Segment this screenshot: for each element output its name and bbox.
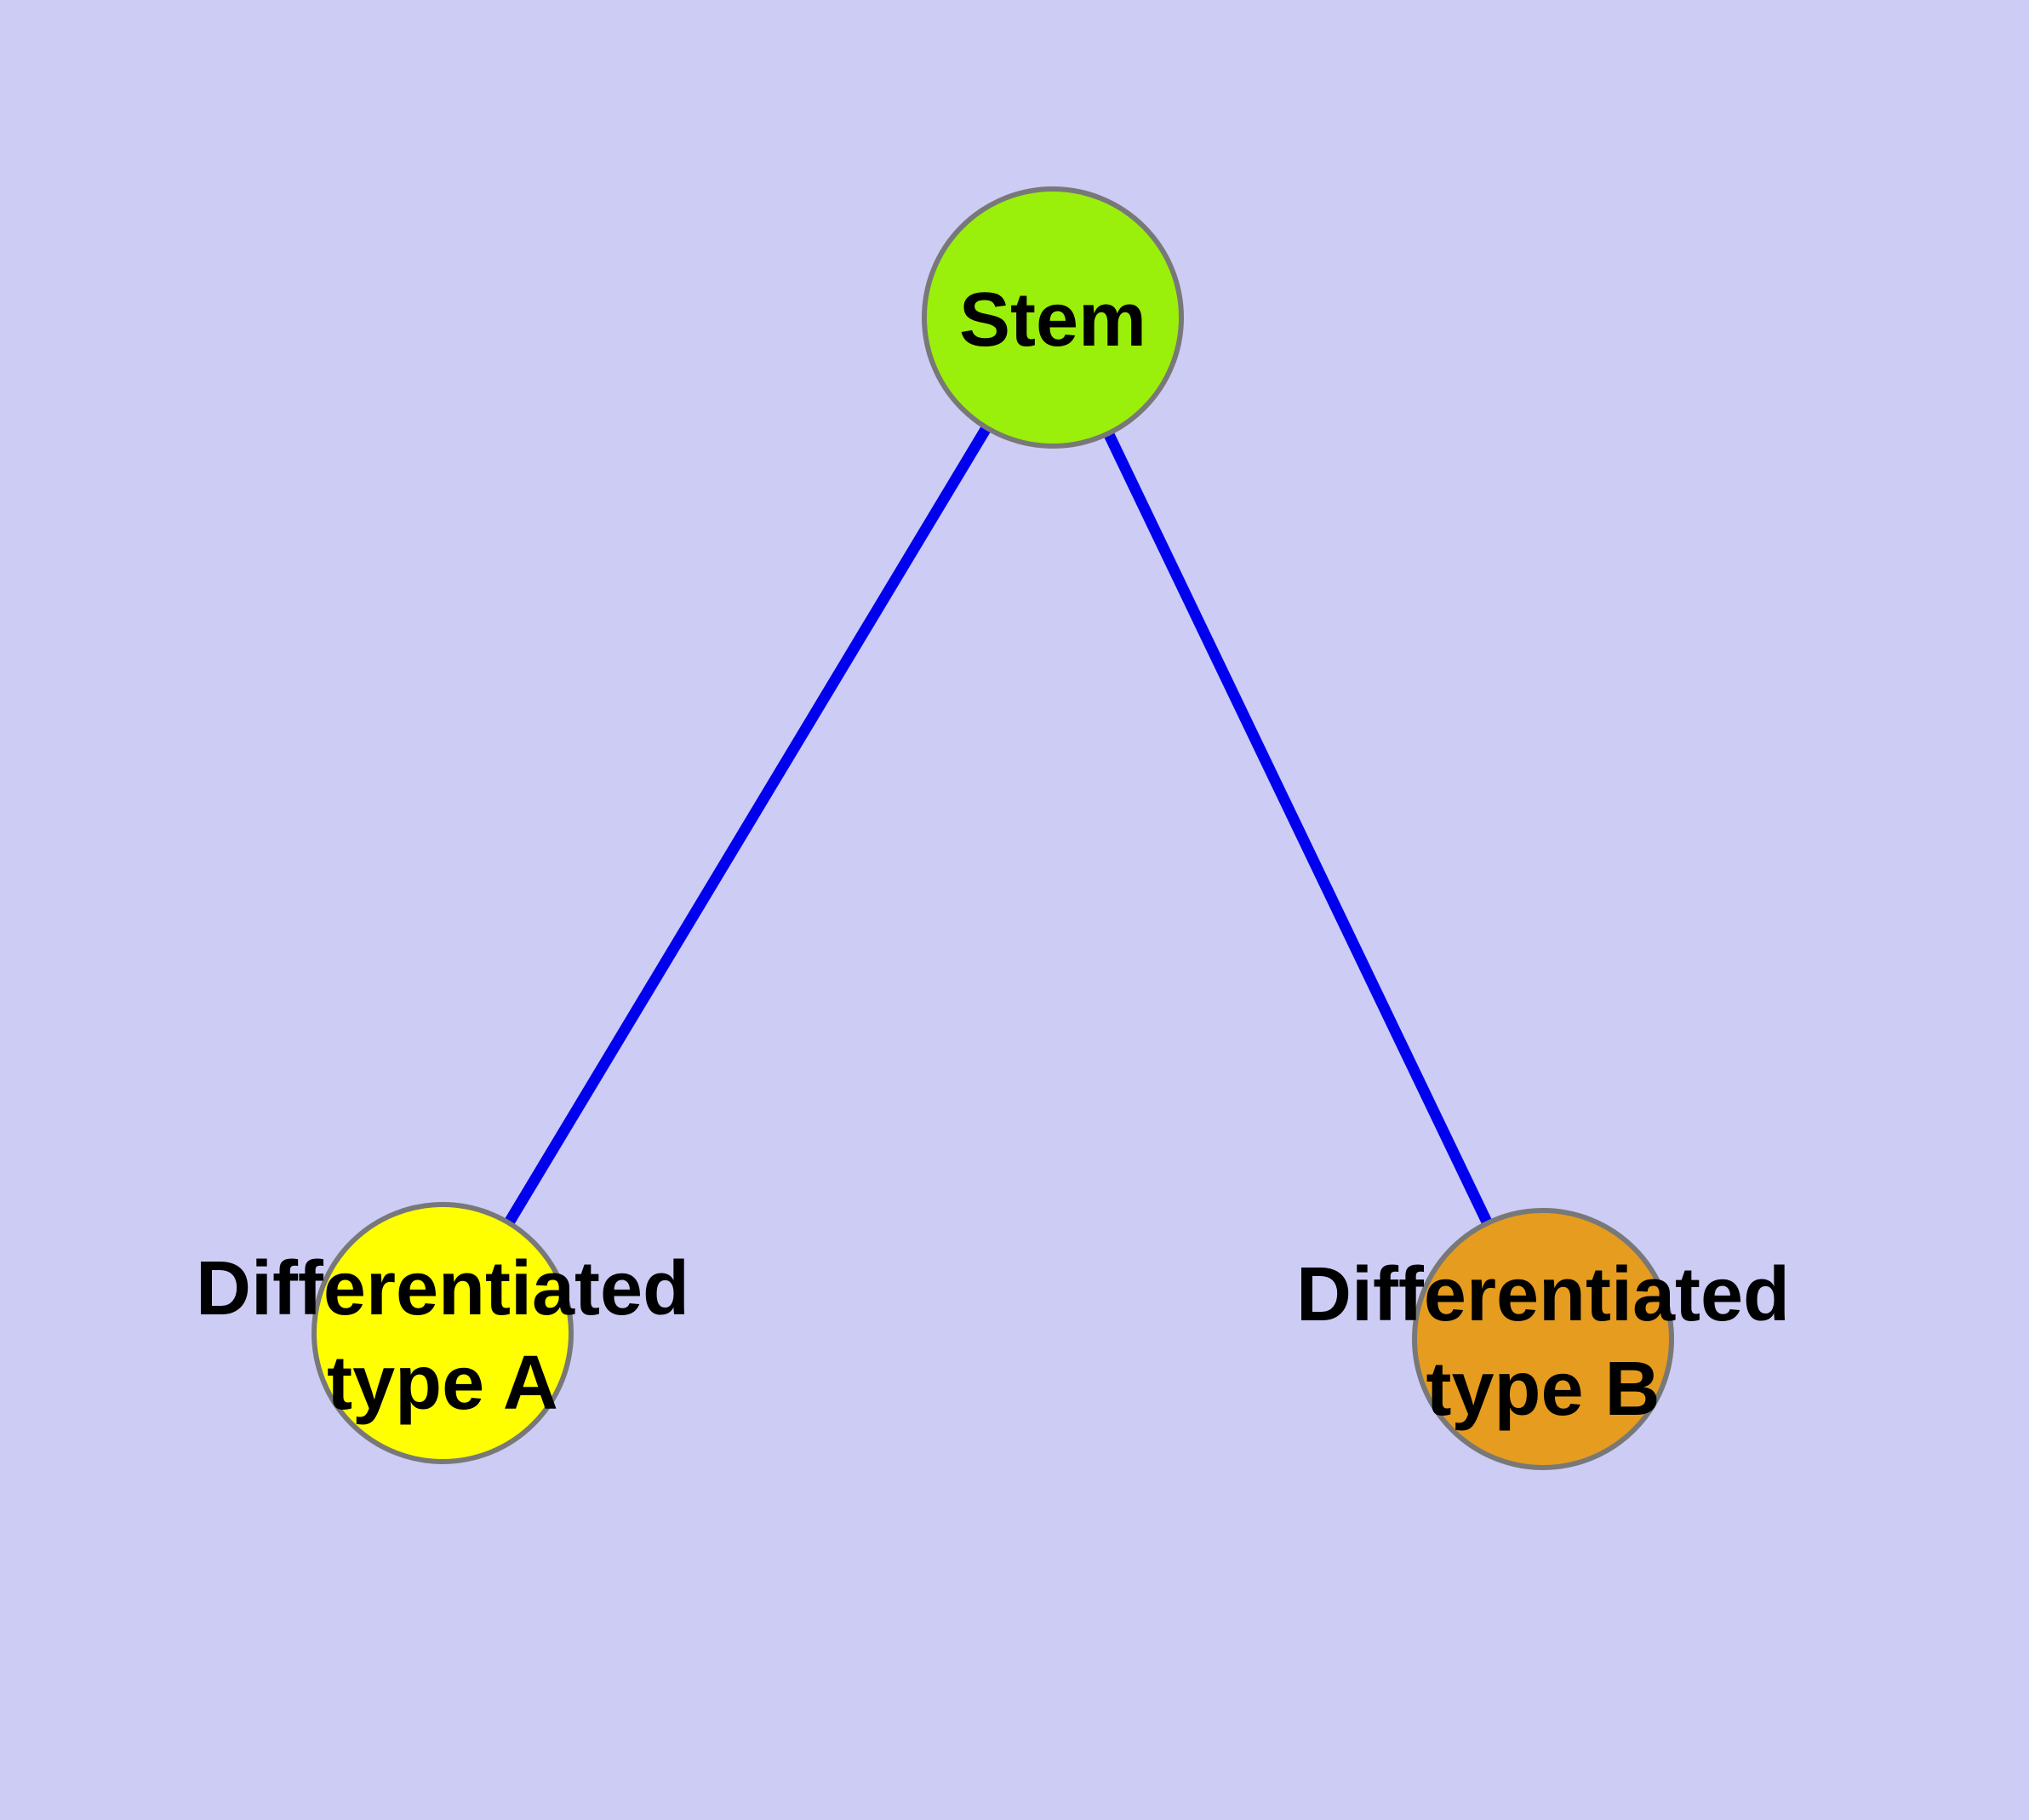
stem-node-circle[interactable] — [922, 186, 1184, 449]
type-b-node-label-line1: Differentiated — [1296, 1252, 1790, 1337]
edge-stem-to-type-a — [437, 314, 1058, 1336]
type-b-node-circle[interactable] — [1412, 1208, 1674, 1470]
node-differentiated-type-b[interactable]: Differentiated type B — [1296, 1208, 1790, 1470]
node-differentiated-type-a[interactable]: Differentiated type A — [196, 1202, 689, 1464]
node-stem[interactable]: Stem — [922, 186, 1184, 449]
type-a-node-label-line1: Differentiated — [196, 1246, 689, 1331]
type-a-node-circle[interactable] — [311, 1202, 574, 1464]
stem-node-label: Stem — [959, 278, 1146, 363]
edges — [437, 314, 1548, 1342]
edge-stem-to-type-b — [1048, 315, 1548, 1342]
type-a-node-label-line2: type A — [327, 1341, 558, 1426]
type-b-node-label-line2: type B — [1426, 1347, 1660, 1432]
